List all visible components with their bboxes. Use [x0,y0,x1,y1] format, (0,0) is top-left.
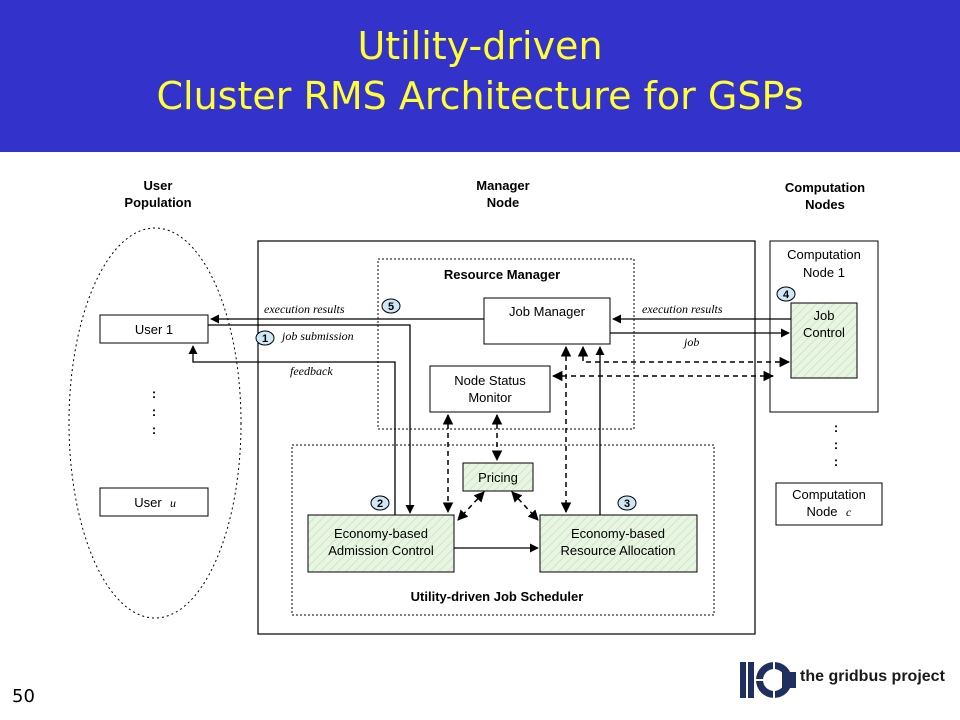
title-band [0,0,960,152]
page-number: 50 [12,686,35,707]
badge-2-label: 2 [377,498,383,510]
job-manager-box [483,297,611,345]
logo-text: the gridbus project [800,668,945,685]
admission-control-box [307,514,455,573]
useru-var: u [170,496,176,510]
arrow-job-manager-node [577,345,791,368]
col-compute-line1: Computation [785,180,865,195]
slide-title-line2: Cluster RMS Architecture for GSPs [156,74,804,118]
badge-4 [776,286,796,302]
node-status-line2: Monitor [468,390,512,405]
badge-5 [381,298,401,314]
resource-manager-label: Resource Manager [444,267,560,282]
allocation-line1: Economy-based [571,526,665,541]
badge-1 [255,330,275,346]
admission-line1: Economy-based [334,526,428,541]
gridbus-logo-icon [740,662,796,698]
useru-label: User [134,495,162,510]
label-job: job [682,335,699,349]
user-vdots-1: : [152,386,156,401]
resource-allocation-box [539,514,698,573]
architecture-diagram: User Population Manager Node Computation… [68,178,883,635]
user-vdots-2: : [152,404,156,419]
compute-vdots-3: : [834,454,838,469]
pricing-box [462,462,534,492]
admission-line2: Admission Control [328,543,434,558]
badge-3-label: 3 [624,498,630,510]
useru-box [99,487,209,517]
comp-nodec-var: c [846,505,852,519]
col-user-line1: User [144,178,173,193]
arrow-job-submission [208,324,415,514]
slide-title-line1: Utility-driven [357,24,603,68]
col-manager-line1: Manager [476,178,529,193]
label-job-submission: job submission [280,329,354,343]
col-user-line2: Population [124,195,191,210]
col-compute-line2: Nodes [805,197,845,212]
pricing-label: Pricing [478,470,518,485]
compute-vdots-2: : [834,437,838,452]
user1-label: User 1 [135,322,173,337]
resource-manager-region [377,258,635,430]
job-control-box [790,302,858,379]
allocation-line2: Resource Allocation [561,543,676,558]
arrow-feedback [188,345,396,515]
badge-3 [617,495,637,511]
comp-node1-line1: Computation [787,247,861,262]
label-exec-results-left: execution results [264,302,345,316]
node-status-line1: Node Status [454,373,526,388]
scheduler-label: Utility-driven Job Scheduler [411,589,584,604]
arrow-pricing-allocation [511,491,539,521]
user1-box [99,314,209,344]
badge-2 [370,495,390,511]
label-feedback: feedback [290,364,333,378]
node-status-box [429,365,551,413]
badge-5-label: 5 [388,301,394,313]
badge-4-label: 4 [783,289,790,301]
job-control-line1: Job [814,308,835,323]
job-manager-label: Job Manager [509,304,586,319]
arrow-pricing-admission [457,491,485,521]
comp-nodec-line1: Computation [792,487,866,502]
comp-nodec-line2: Node [806,504,837,519]
comp-nodec-box [775,482,883,526]
user-vdots-3: : [152,422,156,437]
col-manager-line2: Node [487,195,520,210]
label-exec-results-right: execution results [642,302,723,316]
user-population-ellipse [68,227,242,619]
comp-node1-line2: Node 1 [803,265,845,280]
badge-1-label: 1 [262,333,268,345]
compute-vdots-1: : [834,420,838,435]
job-control-line2: Control [803,325,845,340]
